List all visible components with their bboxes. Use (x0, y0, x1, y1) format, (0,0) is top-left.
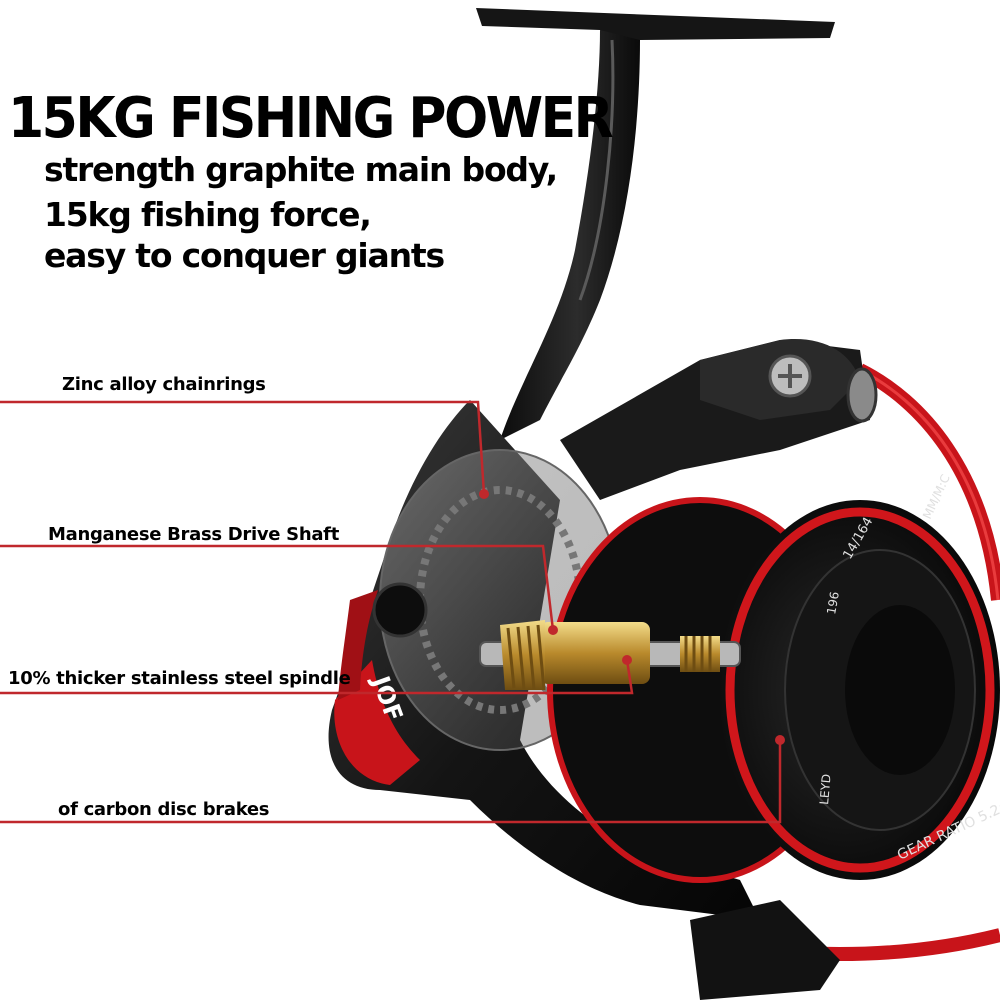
leader-line-spindle (0, 659, 634, 695)
reel-stand (690, 900, 840, 1000)
reel-foot (476, 8, 835, 440)
callout-leaders (0, 400, 785, 824)
subtitle-line-1: strength graphite main body, (44, 150, 558, 189)
rotor-housing (560, 339, 878, 500)
leader-line-brakes (0, 740, 782, 824)
headline: 15KG FISHING POWER (8, 86, 614, 151)
leader-dot-chainrings (479, 489, 489, 499)
leader-dot-brakes (775, 735, 785, 745)
callout-disc-brakes: of carbon disc brakes (58, 799, 270, 820)
subtitle-line-3: easy to conquer giants (44, 236, 445, 275)
callout-drive-shaft: Manganese Brass Drive Shaft (48, 524, 340, 545)
leader-dot-spindle (622, 655, 632, 665)
leader-line-chainrings (0, 400, 486, 495)
spool-capacity-partial: 196 (824, 591, 842, 616)
drive-shaft (479, 620, 741, 691)
spool-spec: MM/M:C (920, 472, 953, 521)
spool-brand: LEYD (817, 773, 834, 805)
leader-line-drive-shaft (0, 544, 555, 631)
spool: GEAR RATIO 5.2:1 14/164 MM/M:C LEYD 196 (547, 472, 1000, 883)
leader-dot-drive-shaft (548, 625, 558, 635)
callout-spindle: 10% thicker stainless steel spindle (8, 668, 351, 689)
subtitle-line-2: 15kg fishing force, (44, 195, 372, 234)
callout-chainrings: Zinc alloy chainrings (62, 374, 266, 395)
